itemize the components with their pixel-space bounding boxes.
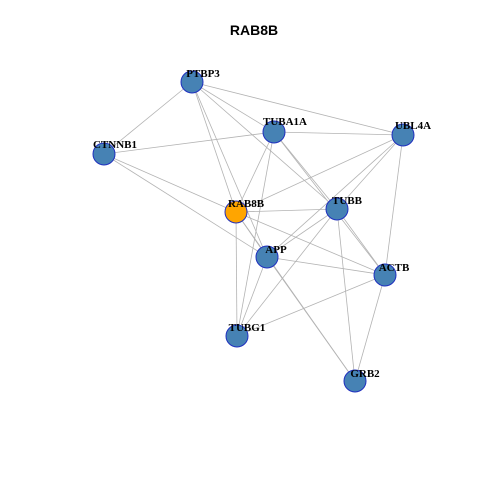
edge-tubb-actb xyxy=(336,208,386,276)
edge-ubl4a-tubb xyxy=(336,134,404,210)
edge-rab8b-tubb xyxy=(235,208,338,213)
node-label-ptbp3: PTBP3 xyxy=(186,68,220,80)
chart-title: RAB8B xyxy=(230,22,278,38)
node-ctnnb1 xyxy=(92,142,116,166)
node-rab8b xyxy=(224,200,248,224)
edge-tuba1a-rab8b xyxy=(235,131,275,213)
edge-ptbp3-ctnnb1 xyxy=(103,81,193,155)
node-label-grb2: GRB2 xyxy=(350,368,380,380)
node-tuba1a xyxy=(262,120,286,144)
edge-actb-tubg1 xyxy=(236,274,386,337)
node-label-tubb: TUBB xyxy=(332,195,363,207)
node-layer xyxy=(92,70,415,393)
node-actb xyxy=(373,263,397,287)
node-ptbp3 xyxy=(180,70,204,94)
node-label-tuba1a: TUBA1A xyxy=(263,116,307,128)
node-grb2 xyxy=(343,369,367,393)
edge-ctnnb1-tuba1a xyxy=(103,131,275,155)
edge-ctnnb1-rab8b xyxy=(103,153,237,213)
node-label-ctnnb1: CTNNB1 xyxy=(93,139,137,151)
edge-rab8b-actb xyxy=(235,211,386,276)
node-ubl4a xyxy=(391,123,415,147)
edge-ptbp3-app xyxy=(191,81,268,258)
node-label-actb: ACTB xyxy=(379,262,410,274)
edge-app-grb2 xyxy=(266,256,356,382)
edge-tubb-tubg1 xyxy=(236,208,338,337)
edge-tubb-grb2 xyxy=(336,208,356,382)
edge-rab8b-tubg1 xyxy=(235,211,238,337)
edge-ptbp3-tuba1a xyxy=(191,81,275,133)
edge-tuba1a-tubb xyxy=(273,131,338,210)
edge-ptbp3-ubl4a xyxy=(191,81,404,136)
node-label-tubg1: TUBG1 xyxy=(229,322,266,334)
edge-actb-grb2 xyxy=(354,274,386,382)
node-app xyxy=(255,245,279,269)
edge-tubb-app xyxy=(266,208,338,258)
edge-tuba1a-ubl4a xyxy=(273,131,404,136)
edge-ctnnb1-app xyxy=(103,153,268,258)
node-tubb xyxy=(325,197,349,221)
edge-ubl4a-rab8b xyxy=(235,134,404,213)
edge-ptbp3-tubb xyxy=(191,81,338,210)
edge-app-tubg1 xyxy=(236,256,268,337)
edge-ubl4a-actb xyxy=(384,134,404,276)
node-label-ubl4a: UBL4A xyxy=(395,120,431,132)
edge-ptbp3-rab8b xyxy=(191,81,237,213)
edge-ubl4a-app xyxy=(266,134,404,258)
edge-layer xyxy=(103,81,404,382)
node-label-app: APP xyxy=(265,244,287,256)
node-label-rab8b: RAB8B xyxy=(228,198,265,210)
node-tubg1 xyxy=(225,324,249,348)
edge-tuba1a-tubg1 xyxy=(236,131,275,337)
edge-app-actb xyxy=(266,256,386,276)
